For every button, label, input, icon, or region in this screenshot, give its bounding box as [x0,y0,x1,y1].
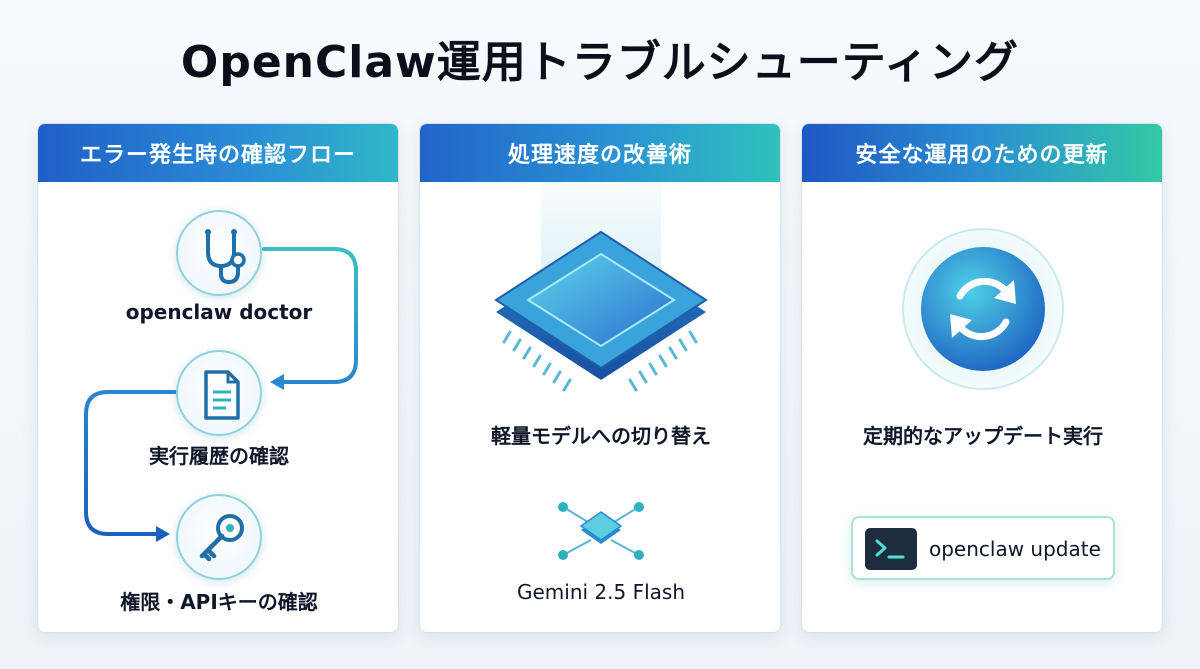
page-title: OpenClaw運用トラブルシューティング [180,37,1020,88]
card-header: 処理速度の改善術 [420,124,780,182]
card-error-flow: エラー発生時の確認フロー [37,123,399,633]
chip-icon [494,182,708,392]
key-icon [176,494,262,580]
step-label: openclaw doctor [125,300,313,324]
refresh-icon [902,228,1064,390]
model-label: Gemini 2.5 Flash [516,580,685,604]
document-icon [176,350,262,436]
stethoscope-icon [176,210,262,296]
main-label: 定期的なアップデート実行 [863,424,1103,448]
card-speed: 処理速度の改善術 [419,123,781,633]
card-header: 安全な運用のための更新 [802,124,1162,182]
step-label: 実行履歴の確認 [149,444,289,468]
command-box[interactable]: openclaw update [851,516,1115,580]
step-label: 権限・APIキーの確認 [120,590,318,614]
card-update: 安全な運用のための更新 定期的なアップデート実行 [801,123,1163,633]
flow-arrows [84,247,358,542]
model-node-icon [558,502,644,560]
card-header: エラー発生時の確認フロー [38,124,398,182]
command-text: openclaw update [929,537,1101,561]
main-label: 軽量モデルへの切り替え [491,424,711,448]
terminal-icon [865,528,917,570]
